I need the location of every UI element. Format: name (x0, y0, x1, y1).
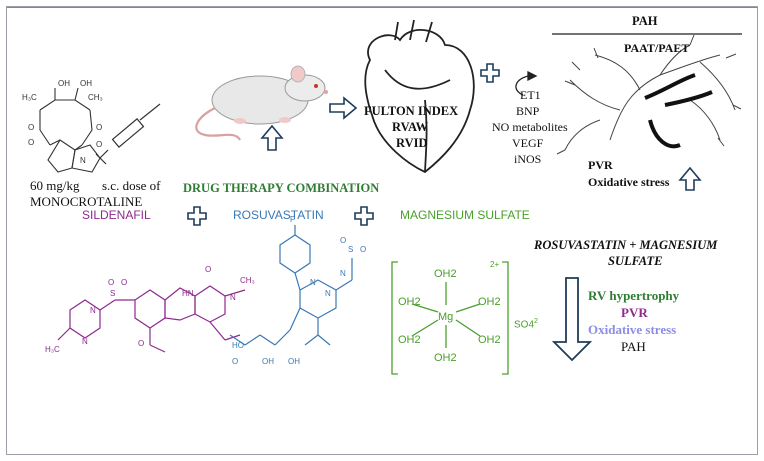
top-accent-line (6, 6, 758, 8)
magnesium-complex-brackets (391, 261, 509, 375)
svg-text:N: N (230, 293, 236, 302)
monocrotaline-structure (39, 87, 101, 173)
biomarker-vegf: VEGF (512, 136, 544, 150)
pvr-label: PVR (588, 158, 613, 172)
outcome-pvr: PVR (621, 305, 648, 320)
svg-text:H₃C: H₃C (45, 345, 60, 354)
down-arrow-icon (551, 277, 593, 362)
mg-water-right-top: OH2 (478, 296, 501, 308)
plus-icon-2 (354, 206, 374, 226)
dose-label: 60 mg/kg (30, 178, 80, 193)
svg-text:OH: OH (262, 357, 274, 366)
mg-water-top: OH2 (434, 268, 457, 280)
outcome-pah: PAH (621, 339, 646, 354)
svg-text:H₃C: H₃C (22, 93, 37, 102)
svg-text:O: O (28, 138, 34, 147)
biomarker-inos: iNOS (514, 152, 542, 166)
vessel-label: PAAT/PAET (624, 41, 690, 55)
heart-metric-rvid: RVID (396, 136, 428, 150)
drug-rosuvastatin: ROSUVASTATIN (233, 208, 324, 222)
svg-text:N: N (82, 337, 88, 346)
svg-text:HN: HN (182, 289, 194, 298)
svg-text:N: N (340, 269, 346, 278)
svg-text:O: O (360, 245, 366, 254)
svg-text:O: O (138, 339, 144, 348)
svg-text:OH: OH (288, 357, 300, 366)
figure-frame (6, 6, 758, 455)
drug-magnesium-sulfate: MAGNESIUM SULFATE (400, 208, 530, 222)
drug-sildenafil: SILDENAFIL (82, 208, 151, 222)
rat-illustration (195, 65, 328, 141)
route-label: s.c. dose of (102, 178, 161, 193)
mg-water-bottom: OH2 (434, 352, 457, 364)
svg-text:O: O (121, 278, 127, 287)
outcome-title-line2: SULFATE (608, 254, 663, 268)
mg-water-left-bottom: OH2 (398, 334, 421, 346)
heart-metric-fulton: FULTON INDEX (364, 104, 459, 118)
biomarker-no: NO metabolites (492, 120, 568, 134)
heart-illustration (364, 19, 475, 174)
svg-text:N: N (80, 156, 86, 165)
svg-text:N: N (325, 289, 331, 298)
plus-icon-biomarkers (480, 63, 500, 83)
outcome-rv-hypertrophy: RV hypertrophy (588, 288, 680, 303)
svg-text:O: O (96, 123, 102, 132)
svg-text:O: O (205, 265, 211, 274)
sildenafil-structure (57, 285, 246, 353)
syringe-icon (95, 103, 161, 165)
outcome-oxidative-stress: Oxidative stress (588, 322, 677, 337)
svg-text:N: N (310, 278, 316, 287)
outcome-title-line1: ROSUVASTATIN + MAGNESIUM (534, 238, 718, 252)
svg-text:O: O (340, 236, 346, 245)
heart-metric-rvaw: RVAW (392, 120, 429, 134)
right-arrow-icon (329, 96, 358, 120)
svg-text:HO: HO (232, 341, 244, 350)
svg-text:CH₃: CH₃ (240, 276, 255, 285)
biomarker-et1: ET1 (520, 88, 541, 102)
mg-ion: Mg (438, 311, 454, 323)
therapy-title: DRUG THERAPY COMBINATION (183, 181, 380, 195)
svg-text:O: O (28, 123, 34, 132)
oxidative-stress-label: Oxidative stress (588, 175, 670, 189)
mg-charge: 2+ (490, 260, 500, 269)
svg-text:N: N (90, 306, 96, 315)
svg-text:OH: OH (58, 79, 70, 88)
svg-text:S: S (110, 289, 115, 298)
pvr-up-arrow-icon (678, 166, 702, 191)
mg-water-left-top: OH2 (398, 296, 421, 308)
curved-arrow-icon (515, 70, 538, 96)
sulfate-label: SO42 (514, 318, 538, 331)
svg-text:OH: OH (80, 79, 92, 88)
pah-title: PAH (632, 14, 658, 28)
rosuvastatin-structure (229, 225, 353, 346)
sulfate-charge: 2 (534, 318, 538, 325)
svg-text:F: F (290, 215, 295, 224)
up-arrow-icon (260, 124, 284, 151)
mg-water-right-bottom: OH2 (478, 334, 501, 346)
svg-text:O: O (232, 357, 238, 366)
svg-text:O: O (108, 278, 114, 287)
monocrotaline-label: MONOCROTALINE (30, 194, 143, 209)
biomarker-bnp: BNP (516, 104, 540, 118)
plus-icon-1 (187, 206, 207, 226)
svg-text:O: O (96, 140, 102, 149)
lung-vasculature-illustration (556, 34, 742, 155)
pulmonary-artery-icon (644, 73, 713, 149)
svg-text:CH₃: CH₃ (88, 93, 103, 102)
svg-text:S: S (348, 245, 353, 254)
